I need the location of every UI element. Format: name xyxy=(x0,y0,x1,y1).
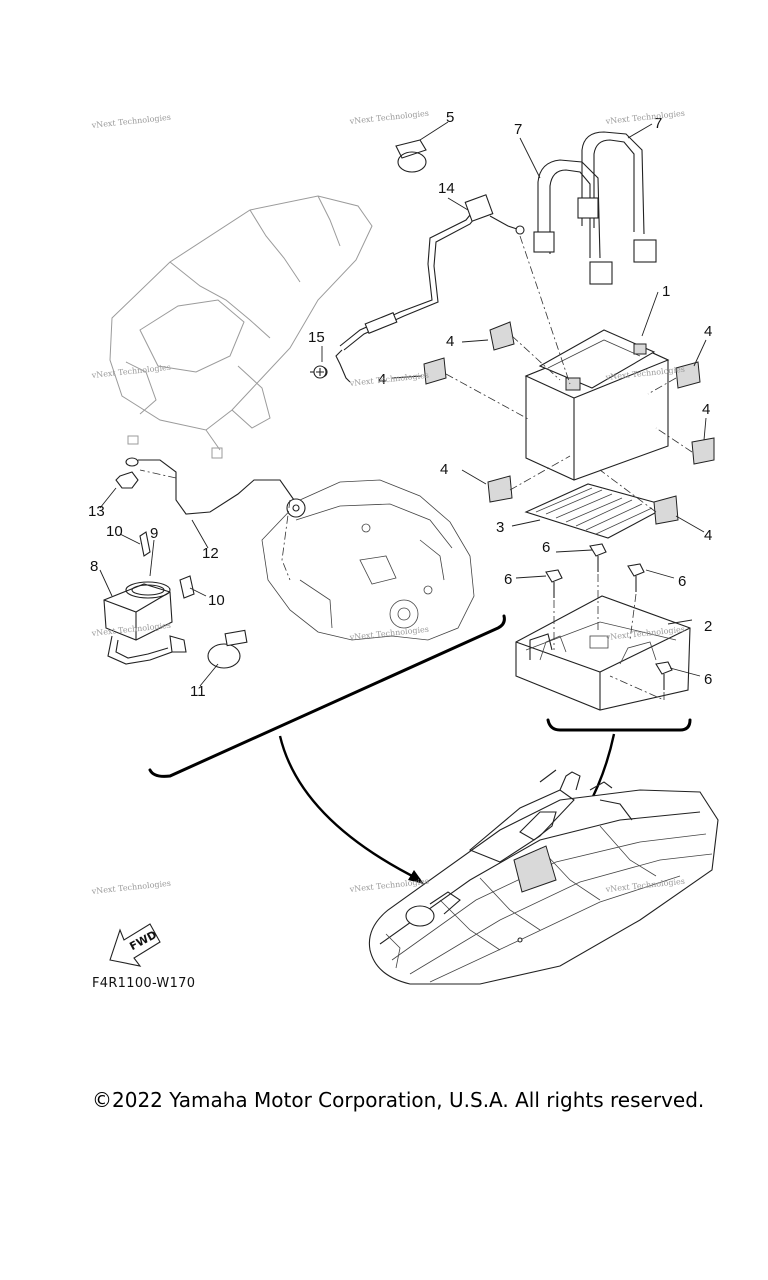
callout-4e: 4 xyxy=(440,461,448,478)
watermark-1: vNext Technologies xyxy=(90,113,171,130)
callout-4c: 4 xyxy=(704,323,712,340)
callout-6b: 6 xyxy=(504,571,512,588)
callout-1: 1 xyxy=(662,283,670,300)
callout-15: 15 xyxy=(308,329,325,346)
battery-bottom-pad xyxy=(524,483,670,539)
cushion-pads xyxy=(423,321,715,525)
watermark-8: vNext Technologies xyxy=(348,625,429,642)
battery-box xyxy=(515,595,691,711)
callout-13: 13 xyxy=(88,503,105,520)
housing-ghost-outline xyxy=(261,479,475,641)
callout-5: 5 xyxy=(446,109,454,126)
watermark-2: vNext Technologies xyxy=(348,109,429,126)
watermark-3: vNext Technologies xyxy=(604,109,685,126)
callout-7b: 7 xyxy=(654,115,662,132)
callout-4b: 4 xyxy=(378,371,386,388)
battery xyxy=(524,329,670,481)
callout-leaders xyxy=(99,121,707,687)
callout-2: 2 xyxy=(704,618,712,635)
bolts xyxy=(545,543,673,690)
callout-4d: 4 xyxy=(702,401,710,418)
callout-4a: 4 xyxy=(446,333,454,350)
watermark-10: vNext Technologies xyxy=(90,879,171,896)
callout-6a: 6 xyxy=(542,539,550,556)
sensor-assembly xyxy=(103,531,248,669)
callout-12: 12 xyxy=(202,545,219,562)
callout-4f: 4 xyxy=(704,527,712,544)
callout-10a: 10 xyxy=(106,523,123,540)
screw xyxy=(313,365,327,379)
ground-lead xyxy=(115,457,306,518)
leader-lines xyxy=(139,235,693,701)
engine-ghost-outline xyxy=(109,195,373,459)
callout-numbers: 1 2 3 4 4 4 4 4 4 5 6 6 6 6 7 7 8 9 10 1… xyxy=(88,109,712,700)
battery-cable xyxy=(310,139,525,383)
fwd-arrow-icon: FWD xyxy=(109,923,161,967)
watermark-5: vNext Technologies xyxy=(348,371,429,388)
copyright-notice: ©2022 Yamaha Motor Corporation, U.S.A. A… xyxy=(92,1088,705,1112)
callout-14: 14 xyxy=(438,180,455,197)
callout-8: 8 xyxy=(90,558,98,575)
watercraft-illustration xyxy=(368,769,719,985)
location-brackets xyxy=(148,614,692,778)
callout-3: 3 xyxy=(496,519,504,536)
callout-9: 9 xyxy=(150,525,158,542)
callout-11: 11 xyxy=(190,683,206,700)
callout-6c: 6 xyxy=(678,573,686,590)
diagram-code: F4R1100-W170 xyxy=(92,976,196,991)
callout-7a: 7 xyxy=(514,121,522,138)
watermark-4: vNext Technologies xyxy=(90,363,171,380)
battery-straps xyxy=(533,131,657,285)
callout-10b: 10 xyxy=(208,592,225,609)
callout-6d: 6 xyxy=(704,671,712,688)
